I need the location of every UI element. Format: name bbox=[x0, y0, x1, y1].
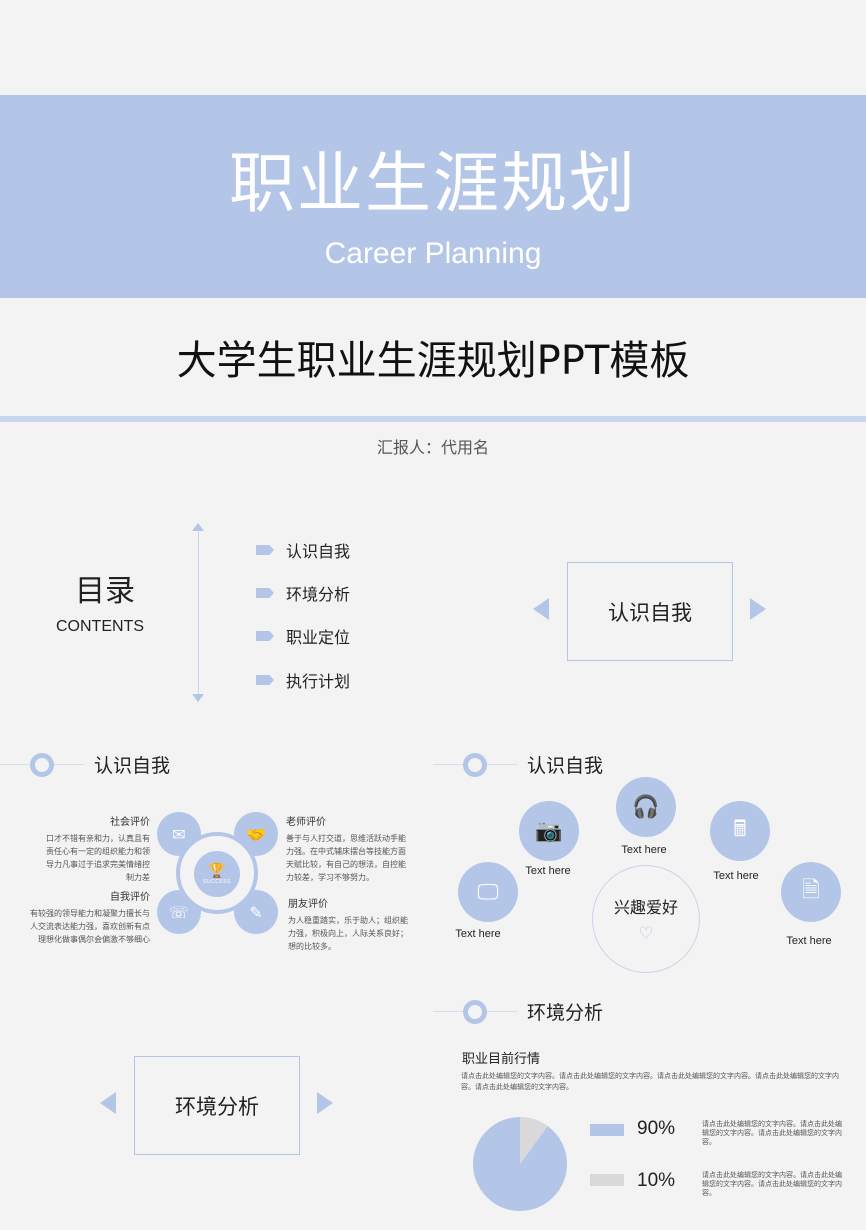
env-description: 请点击此处编辑您的文字内容。请点击此处编辑您的文字内容。请点击此处编辑您的文字内… bbox=[461, 1072, 839, 1091]
eval-text: 有较强的领导能力和凝聚力擅长与人交流表达能力强，喜欢创新有点理想化做事偶尔会偏激… bbox=[30, 909, 150, 944]
cover-subtitle: Career Planning bbox=[324, 237, 542, 270]
eval-text: 为人稳重踏实，乐于助人；组织能力强，积极向上，人际关系良好；想的比较多。 bbox=[288, 916, 408, 951]
legend-swatch-secondary bbox=[590, 1174, 624, 1186]
main-title: 大学生职业生涯规划PPT模板 bbox=[176, 338, 690, 384]
toc-item-3[interactable]: 职业定位 bbox=[256, 624, 350, 648]
toc-item-label: 执行计划 bbox=[286, 672, 351, 691]
legend-percent: 10% bbox=[637, 1170, 676, 1191]
contents-title: 目录 bbox=[75, 574, 135, 609]
header-line bbox=[433, 764, 463, 765]
next-arrow-icon[interactable] bbox=[317, 1092, 333, 1114]
legend-swatch-primary bbox=[590, 1124, 624, 1136]
section-title: 认识自我 bbox=[94, 755, 171, 777]
header-line bbox=[487, 1011, 517, 1012]
toc-item-4[interactable]: 执行计划 bbox=[256, 668, 350, 692]
section-box-label: 认识自我 bbox=[608, 600, 692, 625]
toc-item-label: 认识自我 bbox=[286, 542, 351, 561]
trophy-icon: 🏆 bbox=[208, 863, 226, 879]
toc-item-label: 环境分析 bbox=[286, 585, 351, 604]
divider-line bbox=[0, 416, 866, 422]
bubble-caption: Text here bbox=[455, 928, 501, 940]
ring-icon bbox=[463, 752, 487, 777]
prev-arrow-icon[interactable] bbox=[533, 598, 549, 620]
psd-file-icon: 🗎 bbox=[781, 862, 841, 922]
cover-title: 职业生涯规划 bbox=[229, 145, 637, 222]
header-line bbox=[54, 764, 84, 765]
toc-item-2[interactable]: 环境分析 bbox=[256, 581, 350, 605]
bubble-caption: Text here bbox=[786, 935, 832, 947]
heart-icon: ♡ bbox=[638, 924, 654, 944]
header-line bbox=[487, 764, 517, 765]
contents-subtitle: CONTENTS bbox=[56, 618, 144, 635]
contents-divider bbox=[198, 530, 199, 696]
eval-block-friend: 朋友评价 为人稳重踏实，乐于助人；组织能力强，积极向上，人际关系良好；想的比较多… bbox=[288, 895, 408, 953]
prev-arrow-icon[interactable] bbox=[100, 1092, 116, 1114]
tag-icon bbox=[256, 631, 274, 641]
success-label: SUCCESS bbox=[203, 879, 231, 885]
eval-block-social: 社会评价 口才不错有亲和力，认真且有责任心有一定的组织能力和领导力凡事过于追求完… bbox=[40, 813, 150, 884]
eval-block-self: 自我评价 有较强的领导能力和凝聚力擅长与人交流表达能力强，喜欢创新有点理想化做事… bbox=[30, 888, 150, 946]
pie-chart bbox=[473, 1117, 567, 1211]
section-title: 环境分析 bbox=[527, 1002, 604, 1024]
legend-text: 请点击此处编辑您的文字内容。请点击此处编辑您的文字内容。请点击此处编辑您的文字内… bbox=[702, 1120, 842, 1146]
section-header-env: 环境分析 bbox=[433, 998, 603, 1025]
eval-block-teacher: 老师评价 善于与人打交道，思维活跃动手能力强。在中式辅床摆台等技能方面天赋比较，… bbox=[286, 813, 412, 884]
section-header-hobbies: 认识自我 bbox=[433, 751, 603, 778]
eval-title: 朋友评价 bbox=[288, 899, 328, 910]
eval-title: 社会评价 bbox=[110, 817, 150, 828]
section-header-self-eval: 认识自我 bbox=[0, 751, 170, 778]
tag-icon bbox=[256, 588, 274, 598]
hobby-center-label: 兴趣爱好 bbox=[613, 898, 678, 917]
ring-icon bbox=[463, 999, 487, 1024]
env-subtitle: 职业目前行情 bbox=[462, 1052, 541, 1067]
pie-slice-10% bbox=[520, 1117, 548, 1164]
bubble-caption: Text here bbox=[713, 870, 759, 882]
eval-text: 口才不错有亲和力，认真且有责任心有一定的组织能力和领导力凡事过于追求完美情绪控制… bbox=[46, 834, 150, 882]
toc-item-label: 职业定位 bbox=[286, 628, 351, 647]
bubble-caption: Text here bbox=[525, 865, 571, 877]
success-badge: 🏆 SUCCESS bbox=[194, 851, 240, 897]
monitor-icon: 🖵 bbox=[458, 862, 518, 922]
section-box-env: 环境分析 bbox=[134, 1056, 300, 1155]
eval-text: 善于与人打交道，思维活跃动手能力强。在中式辅床摆台等技能方面天赋比较，有自己的想… bbox=[286, 834, 406, 882]
calculator-icon: 🖩 bbox=[710, 801, 770, 861]
eval-title: 老师评价 bbox=[286, 817, 326, 828]
arrow-up-icon bbox=[192, 523, 204, 531]
toc-item-1[interactable]: 认识自我 bbox=[256, 538, 350, 562]
pie-slice-90% bbox=[473, 1117, 567, 1211]
camera-icon: 📷 bbox=[519, 801, 579, 861]
arrow-down-icon bbox=[192, 694, 204, 702]
reporter-label: 汇报人：代用名 bbox=[376, 438, 489, 457]
tag-icon bbox=[256, 675, 274, 685]
header-line bbox=[433, 1011, 463, 1012]
header-line bbox=[0, 764, 30, 765]
eval-title: 自我评价 bbox=[110, 892, 150, 903]
section-box-label: 环境分析 bbox=[175, 1094, 259, 1119]
section-title: 认识自我 bbox=[527, 755, 604, 777]
section-box-self: 认识自我 bbox=[567, 562, 733, 661]
headphones-icon: 🎧 bbox=[616, 777, 676, 837]
bubble-caption: Text here bbox=[621, 844, 667, 856]
hobby-center: 兴趣爱好 ♡ bbox=[592, 865, 700, 973]
legend-percent: 90% bbox=[637, 1118, 676, 1139]
next-arrow-icon[interactable] bbox=[750, 598, 766, 620]
legend-text: 请点击此处编辑您的文字内容。请点击此处编辑您的文字内容。请点击此处编辑您的文字内… bbox=[702, 1171, 842, 1197]
ring-icon bbox=[30, 752, 54, 777]
tag-icon bbox=[256, 545, 274, 555]
cover-band bbox=[0, 95, 866, 298]
